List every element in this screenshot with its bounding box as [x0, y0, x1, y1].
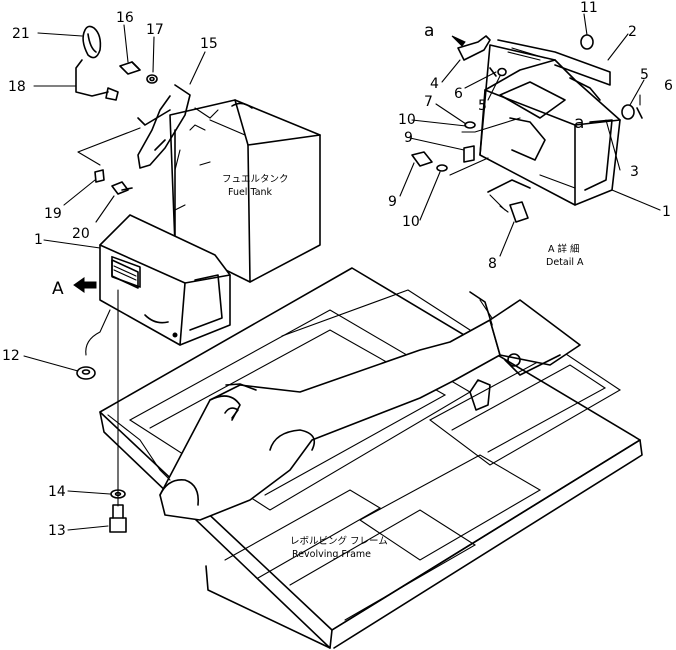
callout-4: 4 — [430, 76, 439, 92]
hardware-nut-12 — [76, 366, 96, 380]
callout-16: 16 — [116, 10, 134, 26]
ref-a-label-left: a — [424, 21, 434, 41]
detail-label-jp: A 詳 細 — [548, 243, 580, 255]
callout-20: 20 — [72, 226, 90, 242]
view-a-arrow — [73, 277, 97, 293]
guide-line-nut — [85, 309, 111, 356]
callout-18: 18 — [8, 79, 26, 95]
callout-numbers: 21 18 16 17 15 19 20 1 12 14 13 11 2 5 6… — [2, 0, 673, 539]
callout-12: 12 — [2, 348, 20, 364]
fuel-tank-label-jp: フュエルタンク — [222, 174, 289, 185]
callout-6-left: 6 — [454, 86, 463, 102]
callout-13: 13 — [48, 523, 66, 539]
callout-17: 17 — [146, 22, 164, 38]
callout-19: 19 — [44, 206, 62, 222]
callout-5-right: 5 — [640, 67, 649, 83]
detail-label-en: Detail A — [546, 257, 584, 268]
callout-8: 8 — [488, 256, 497, 272]
callout-5-left: 5 — [478, 98, 487, 114]
callout-2: 2 — [628, 24, 637, 40]
callout-21: 21 — [12, 26, 30, 42]
detail-a-strap-4 — [451, 35, 491, 61]
frame-label-en: Revolving Frame — [292, 549, 371, 560]
callout-7: 7 — [424, 94, 433, 110]
hardware-bolt-20 — [111, 181, 133, 195]
hardware-washer-17 — [146, 74, 158, 84]
callout-11: 11 — [580, 0, 598, 16]
callout-15: 15 — [200, 36, 218, 52]
hardware-clip-19 — [94, 169, 105, 183]
detail-a-hardware — [411, 34, 643, 223]
frame-label-jp: レボルビング フレーム — [290, 535, 388, 547]
revolving-frame — [99, 267, 643, 649]
callout-3: 3 — [630, 164, 639, 180]
callout-1-main: 1 — [34, 232, 43, 248]
callout-9-bottom: 9 — [388, 194, 397, 210]
hardware-bolt-13 — [109, 504, 127, 533]
callout-9-top: 9 — [404, 130, 413, 146]
ref-a-label-right: a — [574, 113, 584, 133]
view-a-label: A — [52, 279, 64, 299]
fuel-tank-label-en: Fuel Tank — [228, 187, 273, 198]
hold-down-rod — [77, 84, 246, 169]
callout-10-top: 10 — [398, 112, 416, 128]
battery-box-main — [99, 214, 231, 346]
harness-wire — [75, 25, 119, 101]
callout-10-bottom: 10 — [402, 214, 420, 230]
leader-lines — [23, 13, 661, 531]
callout-1-detail: 1 — [662, 204, 671, 220]
detail-a-battery-box — [479, 39, 621, 206]
callout-14: 14 — [48, 484, 66, 500]
callout-6-right: 6 — [664, 78, 673, 94]
hardware-bolt-16 — [119, 61, 141, 75]
